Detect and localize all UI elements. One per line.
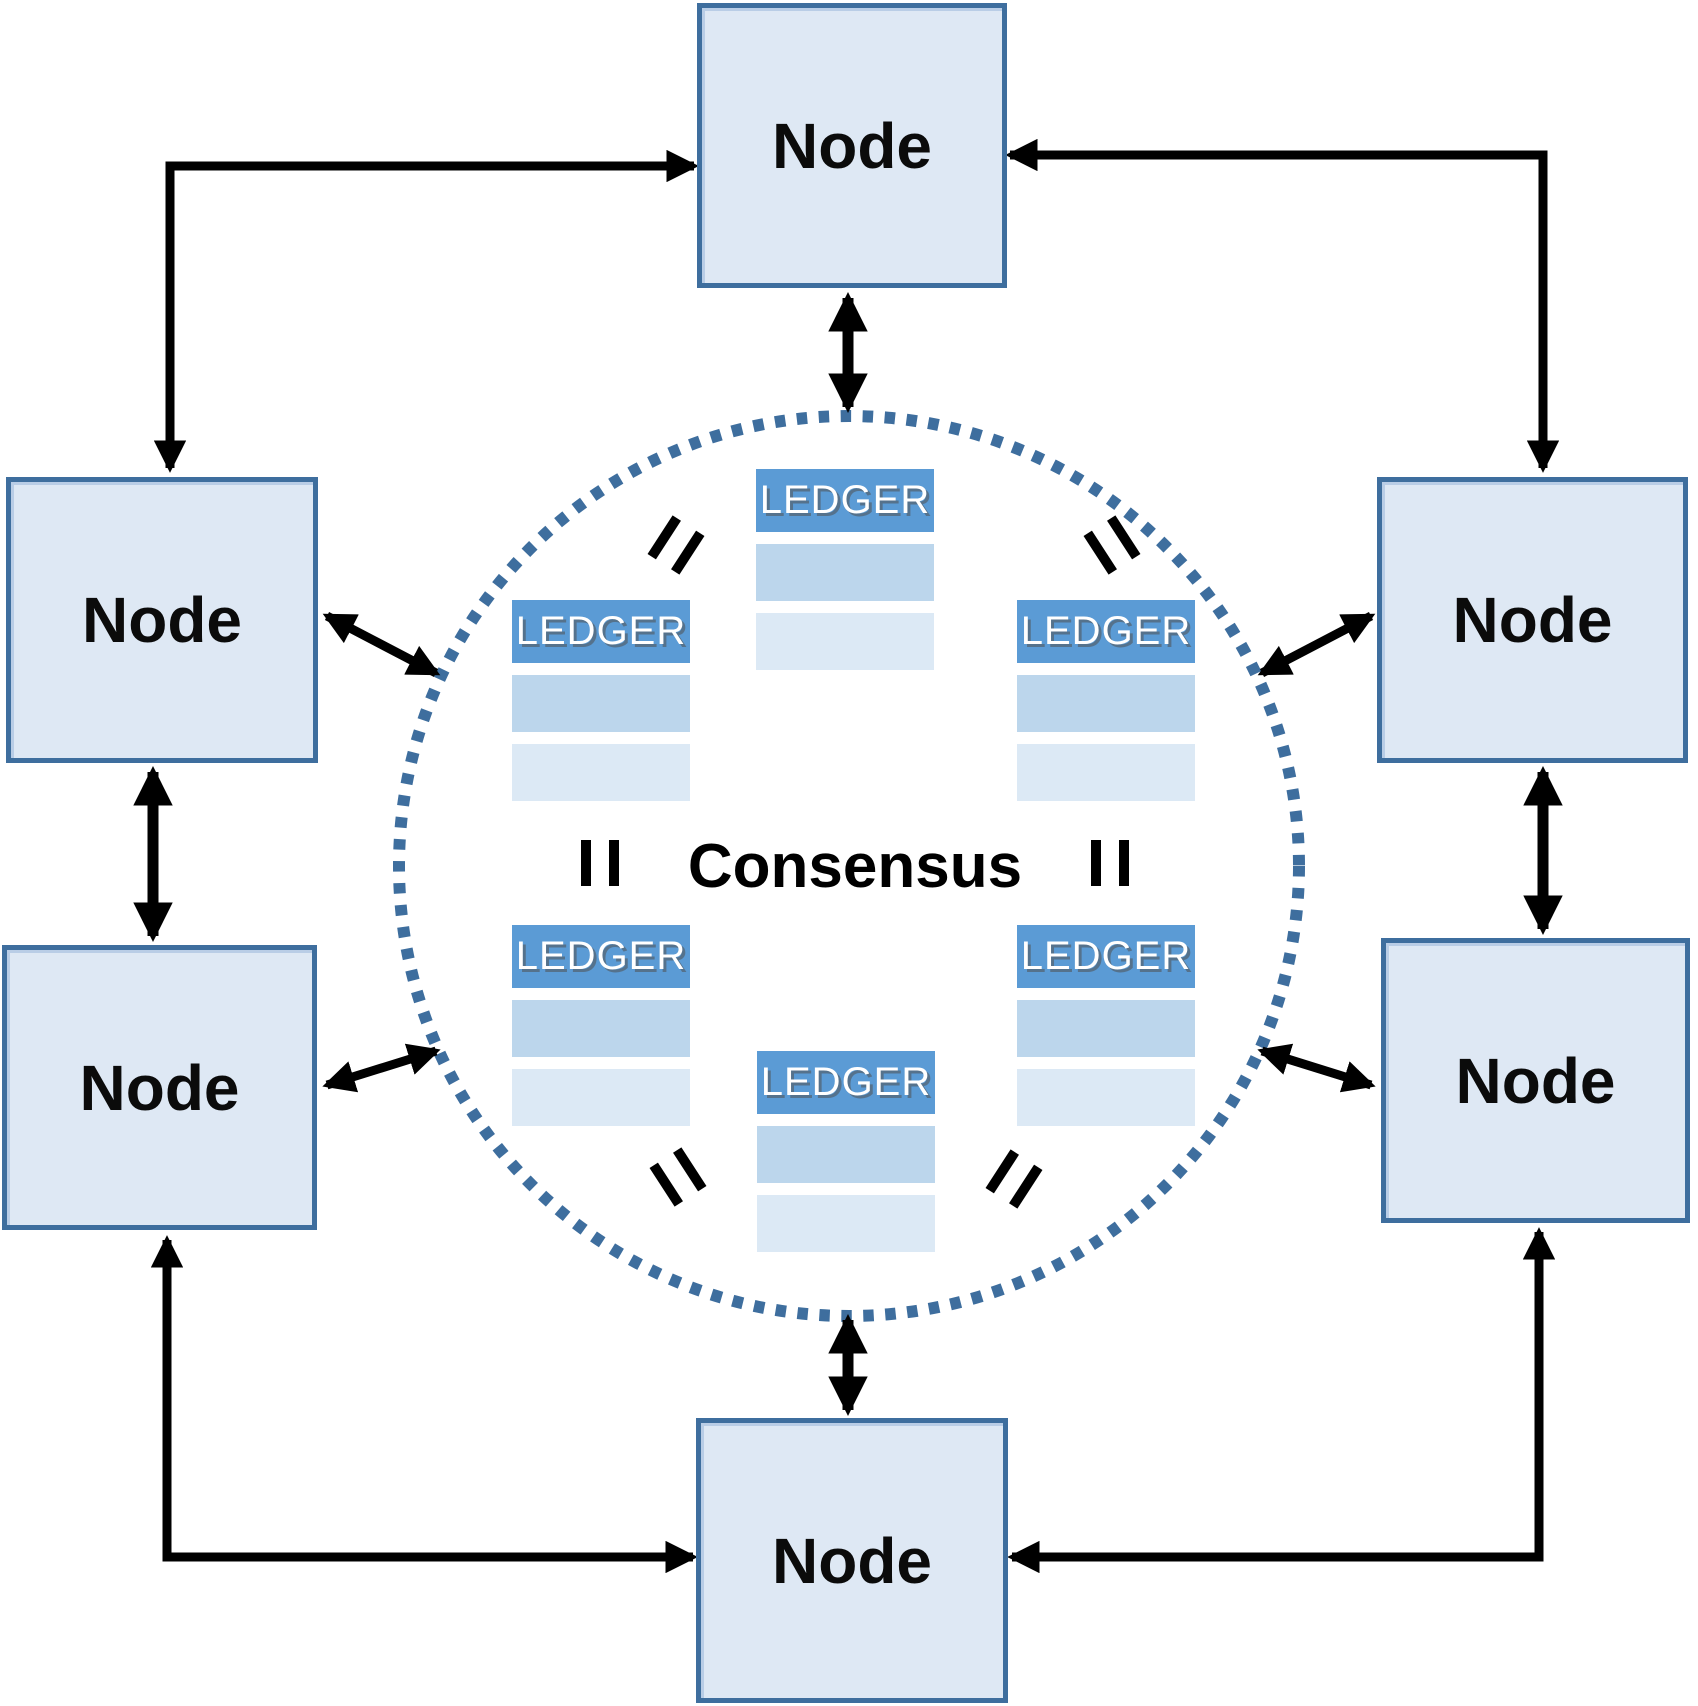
ledger-row	[756, 544, 934, 601]
ledger-table-upper-right: LEDGER	[1017, 600, 1195, 801]
arrow-lower-right-node-to-circle	[1257, 1043, 1376, 1093]
node-box-upper-right: Node	[1377, 477, 1688, 763]
arrow-top-node-to-upper-left-node	[153, 149, 699, 473]
ledger-row	[1017, 1000, 1195, 1057]
ledger-row	[757, 1126, 935, 1183]
node-label: Node	[1455, 1044, 1616, 1117]
node-label: Node	[82, 584, 242, 656]
ledger-table-upper-left: LEDGER	[512, 600, 690, 801]
arrow-top-node-to-upper-right-node	[1005, 138, 1560, 473]
ledger-header: LEDGER	[756, 469, 934, 532]
node-box-bottom: Node	[696, 1418, 1008, 1703]
ledger-row	[757, 1195, 935, 1252]
ledger-row	[756, 613, 934, 670]
ledger-row	[1017, 675, 1195, 732]
node-box-top: Node	[697, 3, 1007, 288]
arrow-upper-left-node-to-circle	[322, 612, 441, 677]
arrow-lower-left-node-to-circle	[322, 1043, 441, 1093]
ledger-row	[512, 744, 690, 801]
ledger-header: LEDGER	[512, 600, 690, 663]
ledger-row	[512, 1069, 690, 1126]
arrow-upper-right-node-to-circle	[1257, 612, 1376, 677]
node-box-lower-right: Node	[1381, 938, 1690, 1223]
ledger-row	[1017, 744, 1195, 801]
equals-icon	[1091, 840, 1129, 886]
node-box-upper-left: Node	[6, 477, 318, 763]
ledger-row	[512, 675, 690, 732]
node-box-lower-left: Node	[2, 945, 317, 1230]
ledger-table-lower-right: LEDGER	[1017, 925, 1195, 1126]
ledger-table-top: LEDGER	[756, 469, 934, 670]
node-label: Node	[772, 1524, 932, 1597]
equals-bar	[1091, 840, 1101, 886]
ledger-header: LEDGER	[512, 925, 690, 988]
ledger-row	[1017, 1069, 1195, 1126]
node-label: Node	[79, 1051, 240, 1124]
ledger-header: LEDGER	[1017, 600, 1195, 663]
arrow-bottom-node-to-lower-right-node	[1007, 1227, 1556, 1574]
equals-bar	[609, 840, 619, 886]
equals-bar	[581, 840, 591, 886]
consensus-label: Consensus	[687, 831, 1023, 901]
equals-icon	[581, 840, 619, 886]
ledger-header: LEDGER	[1017, 925, 1195, 988]
ledger-table-bottom: LEDGER	[757, 1051, 935, 1252]
arrow-bottom-node-to-lower-left-node	[150, 1235, 698, 1574]
ledger-table-lower-left: LEDGER	[512, 925, 690, 1126]
ledger-row	[512, 1000, 690, 1057]
node-label: Node	[1452, 584, 1613, 656]
ledger-header: LEDGER	[757, 1051, 935, 1114]
equals-bar	[1119, 840, 1129, 886]
node-label: Node	[772, 109, 932, 182]
